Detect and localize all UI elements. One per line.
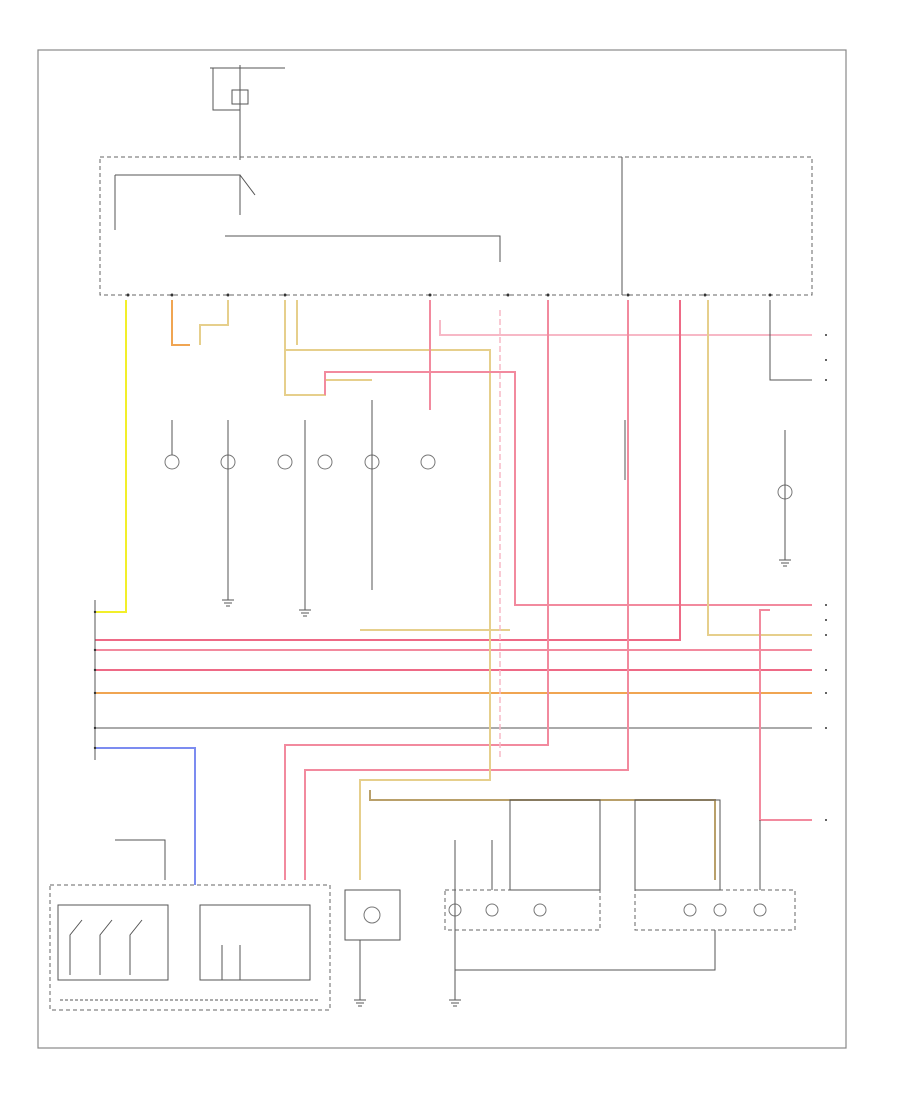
pcm-module-box bbox=[99, 156, 813, 296]
wire-gray-right bbox=[769, 300, 812, 381]
wire-yellow bbox=[95, 300, 127, 613]
headlight-switch-assembly bbox=[49, 839, 331, 1011]
wire-tan-1 bbox=[199, 300, 229, 345]
wire-pink-low2 bbox=[304, 300, 629, 880]
module-connector-pins bbox=[126, 293, 772, 297]
left-rear-lamp-block bbox=[444, 799, 601, 1007]
wire-tan-low bbox=[359, 629, 491, 880]
top-fuse-feed bbox=[210, 65, 285, 160]
wire-pink-right2 bbox=[95, 300, 681, 641]
license-lamp bbox=[344, 889, 401, 1007]
wire-pink-top bbox=[439, 320, 812, 336]
wire-orange bbox=[171, 300, 190, 346]
diagram-border bbox=[37, 49, 847, 1049]
upper-lamp-row bbox=[164, 400, 793, 610]
right-rear-lamp-block bbox=[455, 799, 796, 971]
wire-tan-2 bbox=[284, 300, 510, 631]
left-connector-block bbox=[93, 600, 97, 760]
wire-brown-low bbox=[369, 790, 716, 880]
wire-pink-low3 bbox=[759, 609, 812, 821]
wire-blue bbox=[95, 747, 196, 885]
right-edge-connectors bbox=[825, 334, 827, 821]
wire-pink-mid bbox=[324, 371, 812, 606]
wire-tan-right bbox=[707, 300, 812, 636]
wire-pink-low1 bbox=[284, 415, 549, 880]
upper-grounds bbox=[222, 559, 791, 617]
